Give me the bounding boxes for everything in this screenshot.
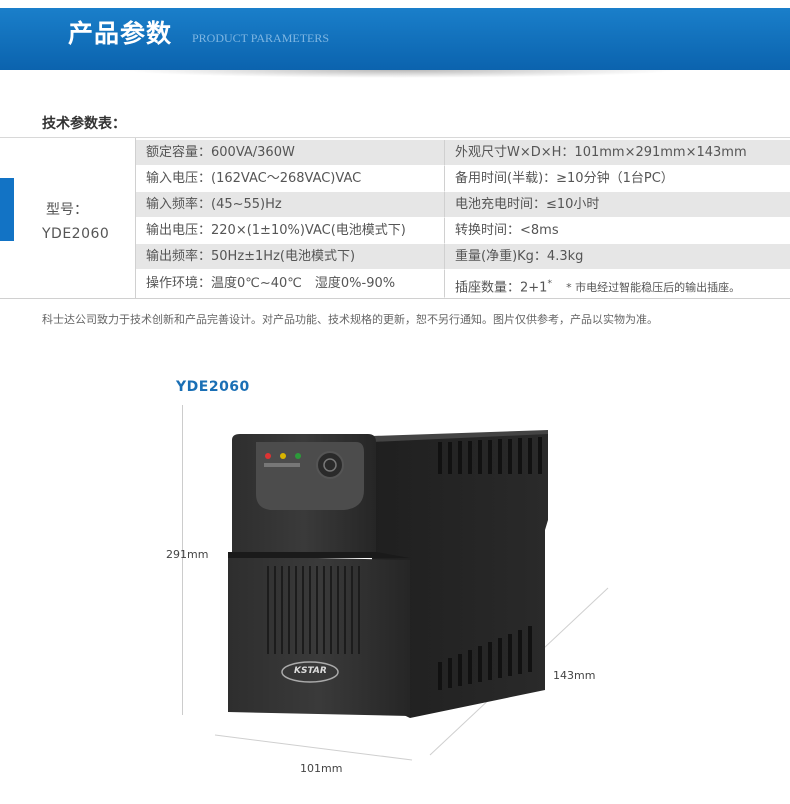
accent-marker — [0, 178, 14, 241]
spec-rated-capacity: 额定容量：600VA/360W — [136, 140, 444, 166]
spec-output-frequency: 输出频率：50Hz±1Hz(电池模式下) — [136, 244, 444, 270]
spec-outlets-sup: * — [547, 279, 552, 289]
page-title: 产品参数 — [68, 19, 173, 48]
model-label: 型号： — [46, 202, 88, 218]
spec-input-voltage: 输入电压：(162VAC～268VAC)VAC — [136, 166, 444, 192]
dim-width-label: 101mm — [300, 762, 343, 775]
spec-charge-time: 电池充电时间：≤10小时 — [444, 192, 790, 218]
spec-weight: 重量(净重)Kg：4.3kg — [444, 244, 790, 270]
spec-backup-time: 备用时间(半载)：≥10分钟（1台PC） — [444, 166, 790, 192]
header-shadow — [120, 70, 680, 78]
spec-outlets-note: * 市电经过智能稳压后的输出插座。 — [566, 281, 741, 295]
height-dimension-line — [182, 405, 183, 715]
spec-environment: 操作环境：温度0℃~40℃ 湿度0%-90% — [136, 270, 444, 298]
table-title: 技术参数表： — [42, 116, 126, 132]
product-model-label: YDE2060 — [176, 379, 250, 395]
spec-input-frequency: 输入频率：(45~55)Hz — [136, 192, 444, 218]
spec-output-voltage: 输出电压：220×(1±10%)VAC(电池模式下) — [136, 218, 444, 244]
header-banner — [0, 8, 790, 70]
dim-height-label: 291mm — [166, 548, 209, 561]
spec-transfer-time: 转换时间：<8ms — [444, 218, 790, 244]
page-subtitle: PRODUCT PARAMETERS — [192, 31, 330, 45]
table-bottom-border — [0, 298, 790, 299]
disclaimer-text: 科士达公司致力于技术创新和产品完善设计。对产品功能、技术规格的更新，恕不另行通知… — [42, 313, 658, 326]
model-value: YDE2060 — [42, 226, 110, 242]
spec-outlets: 插座数量：2+1* * 市电经过智能稳压后的输出插座。 — [444, 270, 790, 298]
dim-depth-label: 143mm — [553, 669, 596, 682]
spec-outlets-value: 插座数量：2+1 — [455, 280, 548, 296]
table-top-border — [0, 137, 790, 138]
brand-logo: KSTAR — [294, 666, 327, 676]
spec-dimensions: 外观尺寸W×D×H：101mm×291mm×143mm — [444, 140, 790, 166]
table-divider — [135, 138, 136, 298]
